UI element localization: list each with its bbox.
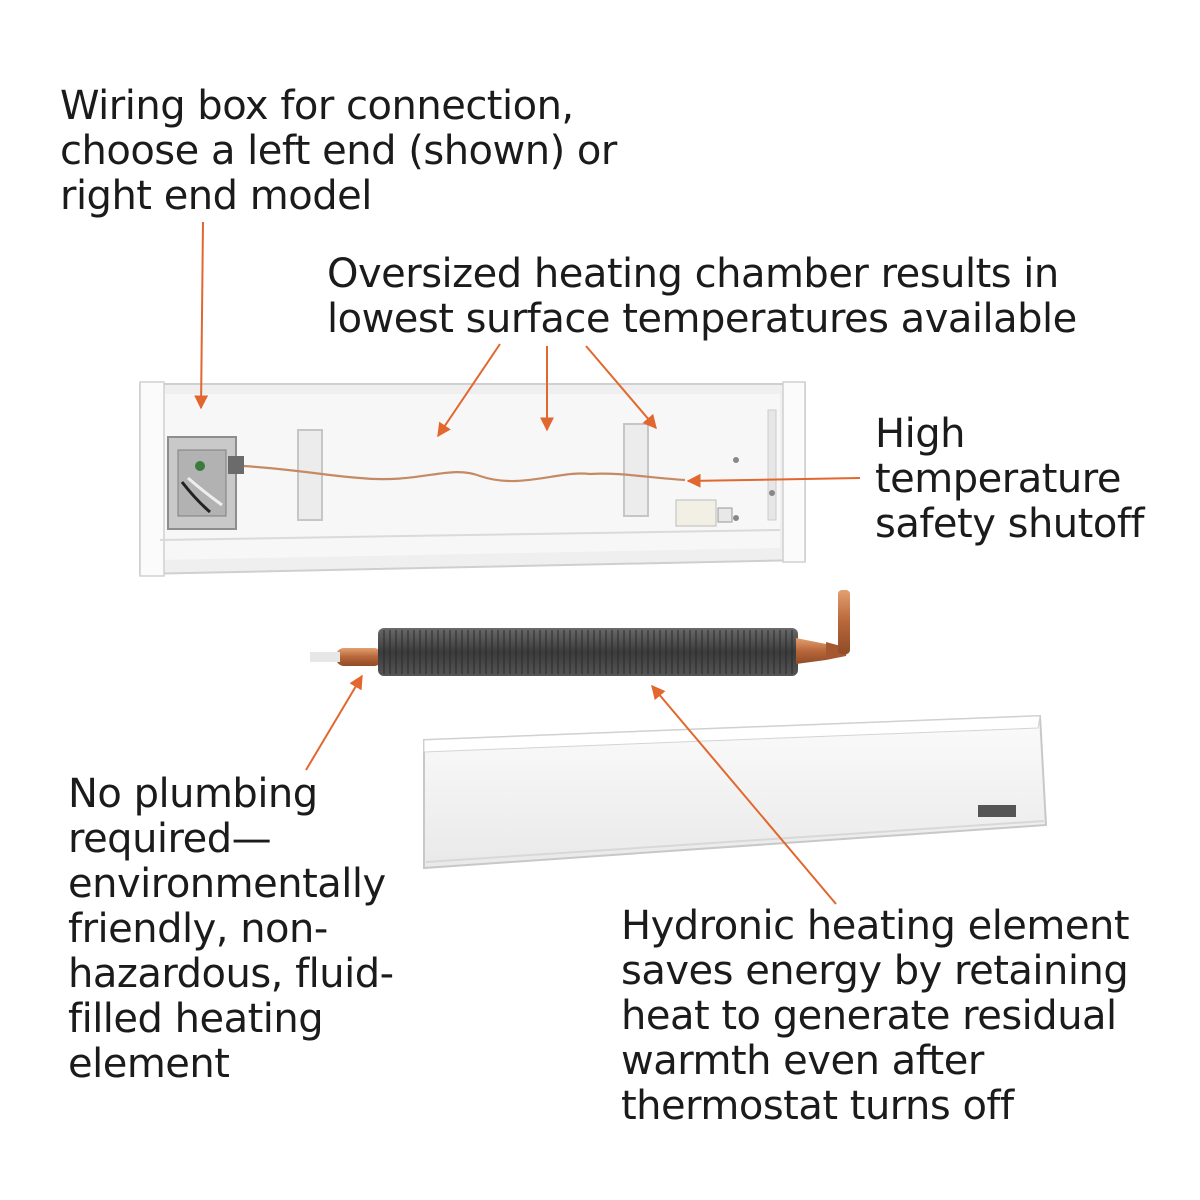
no-plumbing-label: No plumbing required— environmentally fr… <box>68 771 394 1087</box>
safety-shutoff-device <box>675 499 733 527</box>
hydronic-callout <box>651 684 837 905</box>
chamber-callout-left <box>437 343 501 438</box>
heating-chamber-label: Oversized heating chamber results in low… <box>327 251 1077 342</box>
hydronic-heating-element <box>310 590 850 676</box>
back-housing <box>139 381 806 577</box>
safety-shutoff-label: High temperature safety shutoff <box>875 411 1144 547</box>
hydronic-element-label: Hydronic heating element saves energy by… <box>621 903 1130 1129</box>
plumbing-callout <box>305 674 363 771</box>
front-cover <box>423 714 1048 870</box>
chamber-callout-right <box>585 345 657 430</box>
shutoff-callout <box>686 473 861 488</box>
brand-badge <box>978 805 1016 817</box>
right-end-cap <box>782 381 806 563</box>
wiring-box-label: Wiring box for connection, choose a left… <box>60 83 617 219</box>
sensor-wire <box>243 464 686 483</box>
left-end-cap <box>139 381 165 577</box>
mounting-brackets <box>297 423 649 521</box>
wiring-box <box>167 436 244 530</box>
wiring-box-callout <box>194 221 209 410</box>
callout-lines <box>194 221 861 905</box>
